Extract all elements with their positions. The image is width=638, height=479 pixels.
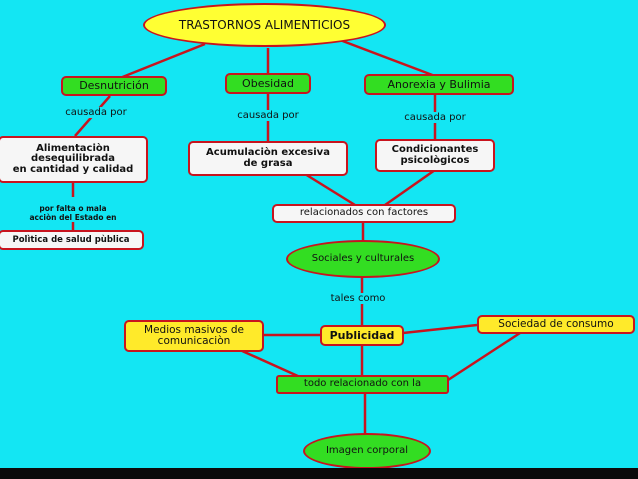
node-label: todo relacionado con la: [303, 378, 422, 390]
label-causada-por-1: causada por: [53, 107, 139, 118]
node-acumulacion-excesiva: Acumulaciòn excesiva de grasa: [188, 141, 348, 176]
node-obesidad: Obesidad: [225, 73, 311, 94]
node-alimentacion-desequilibrada: Alimentaciòn desequilibrada en cantidad …: [0, 136, 148, 183]
node-label: Imagen corporal: [325, 444, 409, 456]
node-relacionados-con-factores: relacionados con factores: [272, 204, 456, 223]
node-anorexia-bulimia: Anorexia y Bulimia: [364, 74, 514, 95]
node-label: relacionados con factores: [299, 207, 429, 219]
edge-acumulacion-relacionados: [304, 172, 356, 207]
node-sociales-culturales: Sociales y culturales: [286, 240, 440, 278]
node-label: Polìtica de salud pùblica: [12, 234, 130, 245]
node-politica-salud-publica: Polìtica de salud pùblica: [0, 230, 144, 250]
node-label: Sociales y culturales: [311, 252, 415, 264]
edge-root-desnutricion: [114, 42, 206, 82]
edge-condicionantes-relacionados: [384, 168, 436, 207]
label-causada-por-3: causada por: [390, 112, 480, 123]
node-todo-relacionado: todo relacionado con la: [276, 375, 449, 394]
node-imagen-corporal: Imagen corporal: [303, 433, 431, 468]
label-por-falta: por falta o mala acciòn del Estado en: [4, 197, 142, 222]
node-trastornos-alimenticios: TRASTORNOS ALIMENTICIOS: [143, 3, 386, 47]
bottom-black-bar: [0, 468, 638, 479]
edge-root-anorexia: [339, 38, 436, 78]
label-causada-por-2: causada por: [225, 110, 311, 121]
node-medios-masivos: Medios masivos de comunicaciòn: [124, 320, 264, 352]
node-label: Desnutrición: [79, 79, 149, 93]
node-label: Condicionantes psicològicos: [391, 144, 479, 166]
edge-publicidad-sociedad: [402, 323, 478, 335]
node-label: Publicidad: [329, 328, 395, 342]
edge-medios-todo: [239, 348, 301, 379]
node-label: Sociedad de consumo: [498, 317, 614, 330]
node-label: Anorexia y Bulimia: [387, 77, 491, 91]
connector-lines: [71, 38, 521, 436]
node-label: Obesidad: [242, 76, 294, 90]
node-label: Acumulaciòn excesiva de grasa: [206, 147, 330, 169]
node-label: Medios masivos de comunicaciòn: [144, 323, 244, 347]
node-sociedad-consumo: Sociedad de consumo: [477, 315, 635, 334]
concept-map: TRASTORNOS ALIMENTICIOS Desnutrición Obe…: [0, 0, 638, 468]
node-label: Alimentaciòn desequilibrada en cantidad …: [12, 142, 134, 175]
edge-sociedad-todo: [447, 331, 521, 382]
label-tales-como: tales como: [318, 293, 398, 304]
node-desnutricion: Desnutrición: [61, 76, 167, 96]
node-condicionantes-psicologicos: Condicionantes psicològicos: [375, 139, 495, 172]
node-label: TRASTORNOS ALIMENTICIOS: [178, 17, 351, 32]
node-publicidad: Publicidad: [320, 325, 404, 346]
